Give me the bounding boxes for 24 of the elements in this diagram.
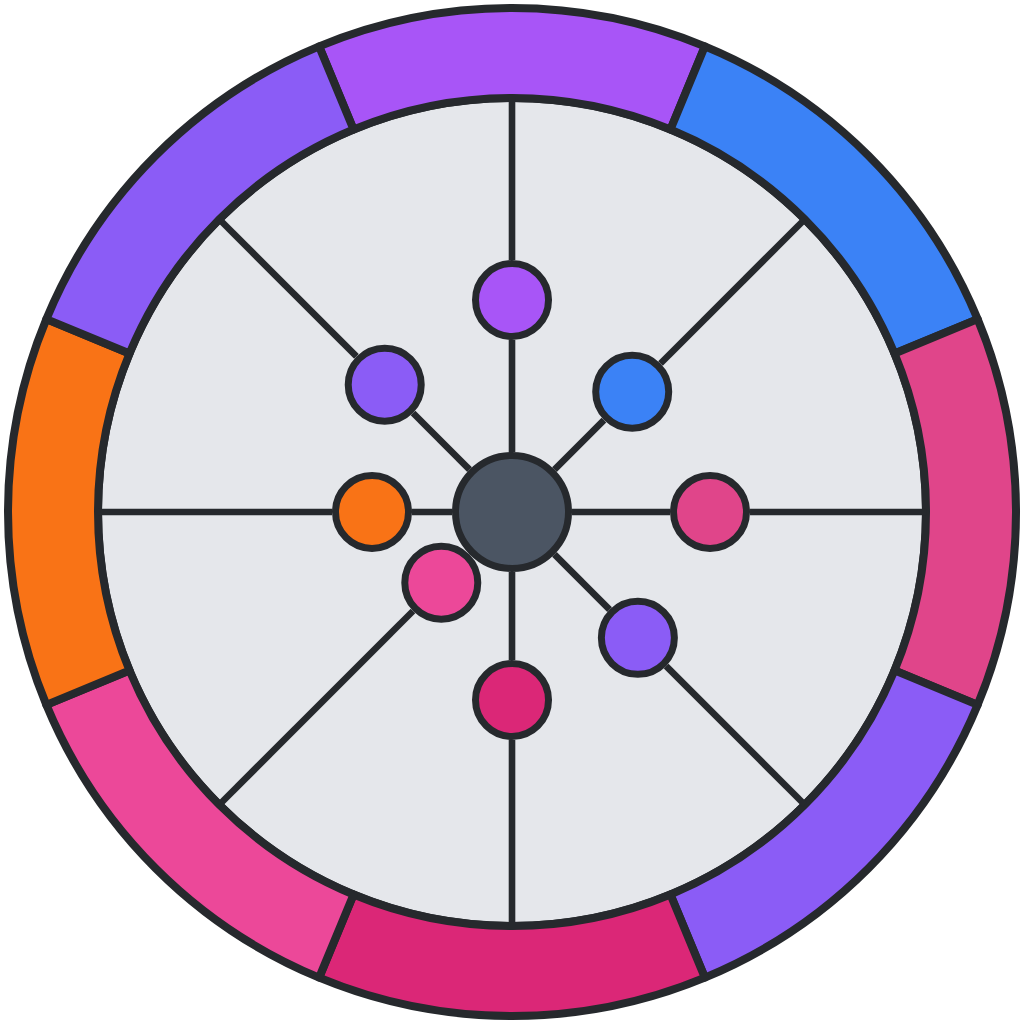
spoke-line: [98, 508, 332, 516]
spoke-line: [508, 340, 516, 452]
hub-circle: [452, 452, 572, 572]
spoke-line: [412, 508, 452, 516]
spoke-line: [508, 740, 516, 926]
spoke-line: [508, 98, 516, 260]
ring-segment: [666, 666, 982, 982]
spoke-line: [410, 410, 472, 472]
spoke-line: [663, 663, 808, 808]
ring-segment: [42, 666, 358, 982]
ring-segment: [42, 42, 358, 358]
spoke-line: [552, 417, 607, 472]
spoke-line: [750, 508, 926, 516]
spoke-line: [216, 608, 416, 808]
ring-segment: [4, 315, 134, 709]
spoke-line: [508, 572, 516, 660]
ring-segment: [666, 42, 982, 358]
spoke-line: [552, 552, 612, 612]
spoke-line: [658, 216, 808, 366]
ring-segment: [315, 4, 709, 134]
spoke-line: [216, 216, 359, 359]
spoke-line: [572, 508, 670, 516]
ring-segment: [315, 890, 709, 1020]
ring-segment: [890, 315, 1020, 709]
